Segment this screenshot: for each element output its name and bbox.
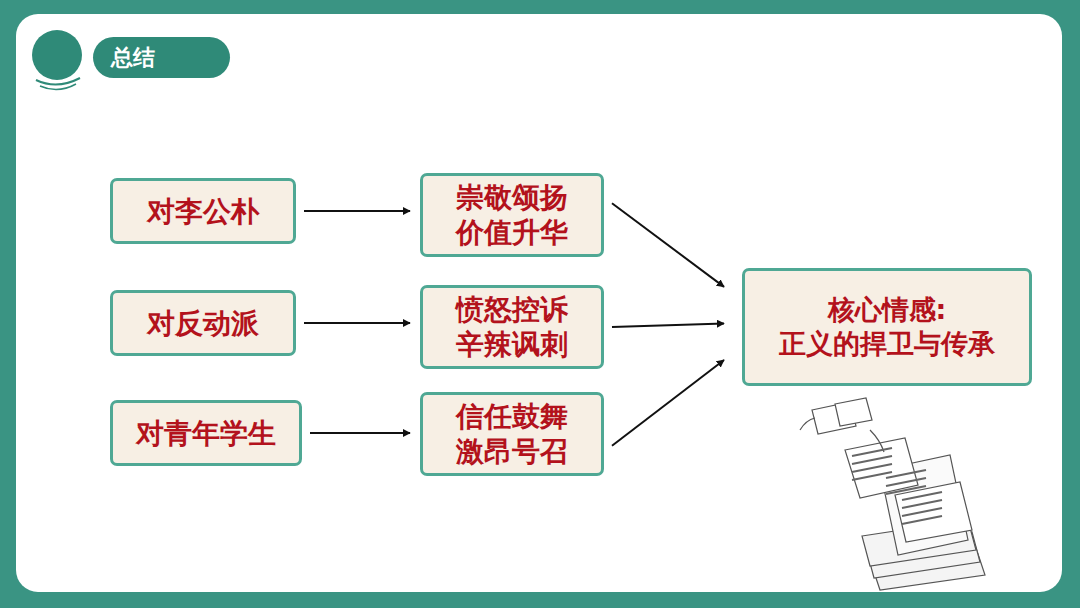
- paper-stack: [800, 398, 985, 590]
- paper-line: [902, 516, 942, 524]
- paper-line: [902, 508, 942, 516]
- paper-line: [886, 470, 926, 478]
- emotion-box: 崇敬颂扬 价值升华: [420, 173, 604, 257]
- emotion-box: 愤怒控诉 辛辣讽刺: [420, 285, 604, 369]
- title-pill: 总结: [93, 37, 230, 78]
- box-label: 对反动派: [147, 306, 259, 341]
- subject-box: 对青年学生: [110, 400, 302, 466]
- title-text: 总结: [111, 43, 155, 73]
- paper-line: [852, 456, 892, 464]
- arrow-connector: [612, 203, 724, 287]
- box-label: 对李公朴: [147, 194, 259, 229]
- paper-text-lines: [852, 448, 942, 524]
- title-dot: [32, 30, 82, 80]
- paper-line: [886, 478, 926, 486]
- box-label: 信任鼓舞 激昂号召: [456, 399, 568, 469]
- paper-line: [852, 448, 892, 456]
- box-label: 对青年学生: [136, 416, 276, 451]
- arrow-connector: [310, 432, 410, 434]
- paper-line: [886, 486, 926, 494]
- subject-box: 对反动派: [110, 290, 296, 356]
- arrow-connector: [612, 360, 724, 446]
- box-label: 核心情感: 正义的捍卫与传承: [779, 293, 995, 361]
- arrow-connector: [612, 323, 724, 327]
- swoosh: [40, 84, 76, 90]
- paper-line: [852, 472, 892, 480]
- paper-line: [902, 492, 942, 500]
- arrow-connector: [304, 322, 410, 324]
- emotion-box: 信任鼓舞 激昂号召: [420, 392, 604, 476]
- box-label: 崇敬颂扬 价值升华: [456, 180, 568, 250]
- arrow-connector: [304, 210, 410, 212]
- swoosh: [36, 78, 80, 85]
- box-label: 愤怒控诉 辛辣讽刺: [456, 292, 568, 362]
- summary-box: 核心情感: 正义的捍卫与传承: [742, 268, 1032, 386]
- paper-line: [902, 500, 942, 508]
- subject-box: 对李公朴: [110, 178, 296, 244]
- paper-line: [852, 464, 892, 472]
